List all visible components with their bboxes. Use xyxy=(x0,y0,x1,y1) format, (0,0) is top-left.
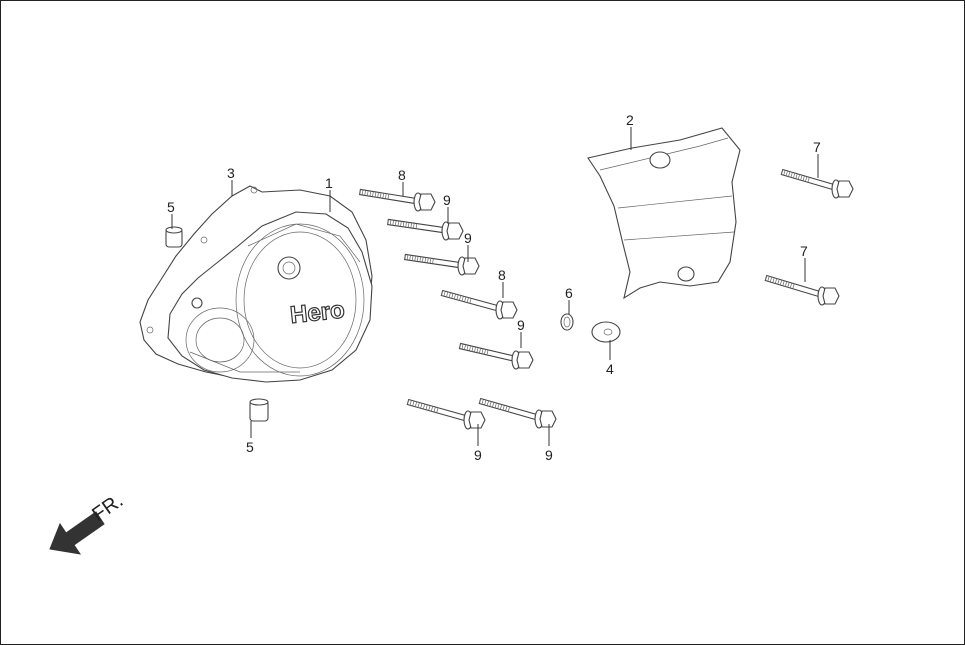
bolt-9-c xyxy=(458,342,534,370)
callout-5-upper: 5 xyxy=(167,199,175,215)
callout-9-c: 9 xyxy=(517,317,525,333)
clutch-cover-part-1: Hero xyxy=(167,211,373,383)
bolt-9-e xyxy=(478,397,557,429)
bolt-9-b xyxy=(403,253,480,276)
bolt-9-d xyxy=(406,398,486,430)
callout-labels: 1 2 3 4 5 5 6 7 7 8 8 9 9 9 9 9 xyxy=(167,112,821,463)
callout-9-b: 9 xyxy=(464,230,472,246)
collar-part-5-upper xyxy=(165,226,183,248)
callout-7-upper: 7 xyxy=(813,139,821,155)
callout-4: 4 xyxy=(606,361,614,377)
callout-9-d: 9 xyxy=(474,447,482,463)
callout-3: 3 xyxy=(227,165,235,181)
arrow-front-left-icon xyxy=(49,511,105,555)
rubber-part-4 xyxy=(591,321,621,343)
bolt-9-a xyxy=(387,218,464,241)
callout-1: 1 xyxy=(325,175,333,191)
sprocket-cover-part-2 xyxy=(587,127,741,300)
bolt-8-upper xyxy=(358,188,436,212)
callout-6: 6 xyxy=(565,285,573,301)
callout-9-a: 9 xyxy=(443,192,451,208)
callout-7-lower: 7 xyxy=(800,243,808,259)
o-ring-part-6 xyxy=(560,313,574,331)
bolt-8-lower xyxy=(440,289,518,320)
callout-2: 2 xyxy=(626,112,634,128)
leader-lines xyxy=(171,127,819,446)
callout-5-lower: 5 xyxy=(246,439,254,455)
cover-logo-text: Hero xyxy=(289,296,346,329)
bolt-7-upper xyxy=(780,168,854,199)
callout-8-upper: 8 xyxy=(398,167,406,183)
callout-8-lower: 8 xyxy=(498,267,506,283)
bolt-7-lower xyxy=(764,274,840,306)
bolt-group xyxy=(358,168,854,430)
collar-part-5-lower xyxy=(249,398,269,422)
callout-9-e: 9 xyxy=(545,447,553,463)
